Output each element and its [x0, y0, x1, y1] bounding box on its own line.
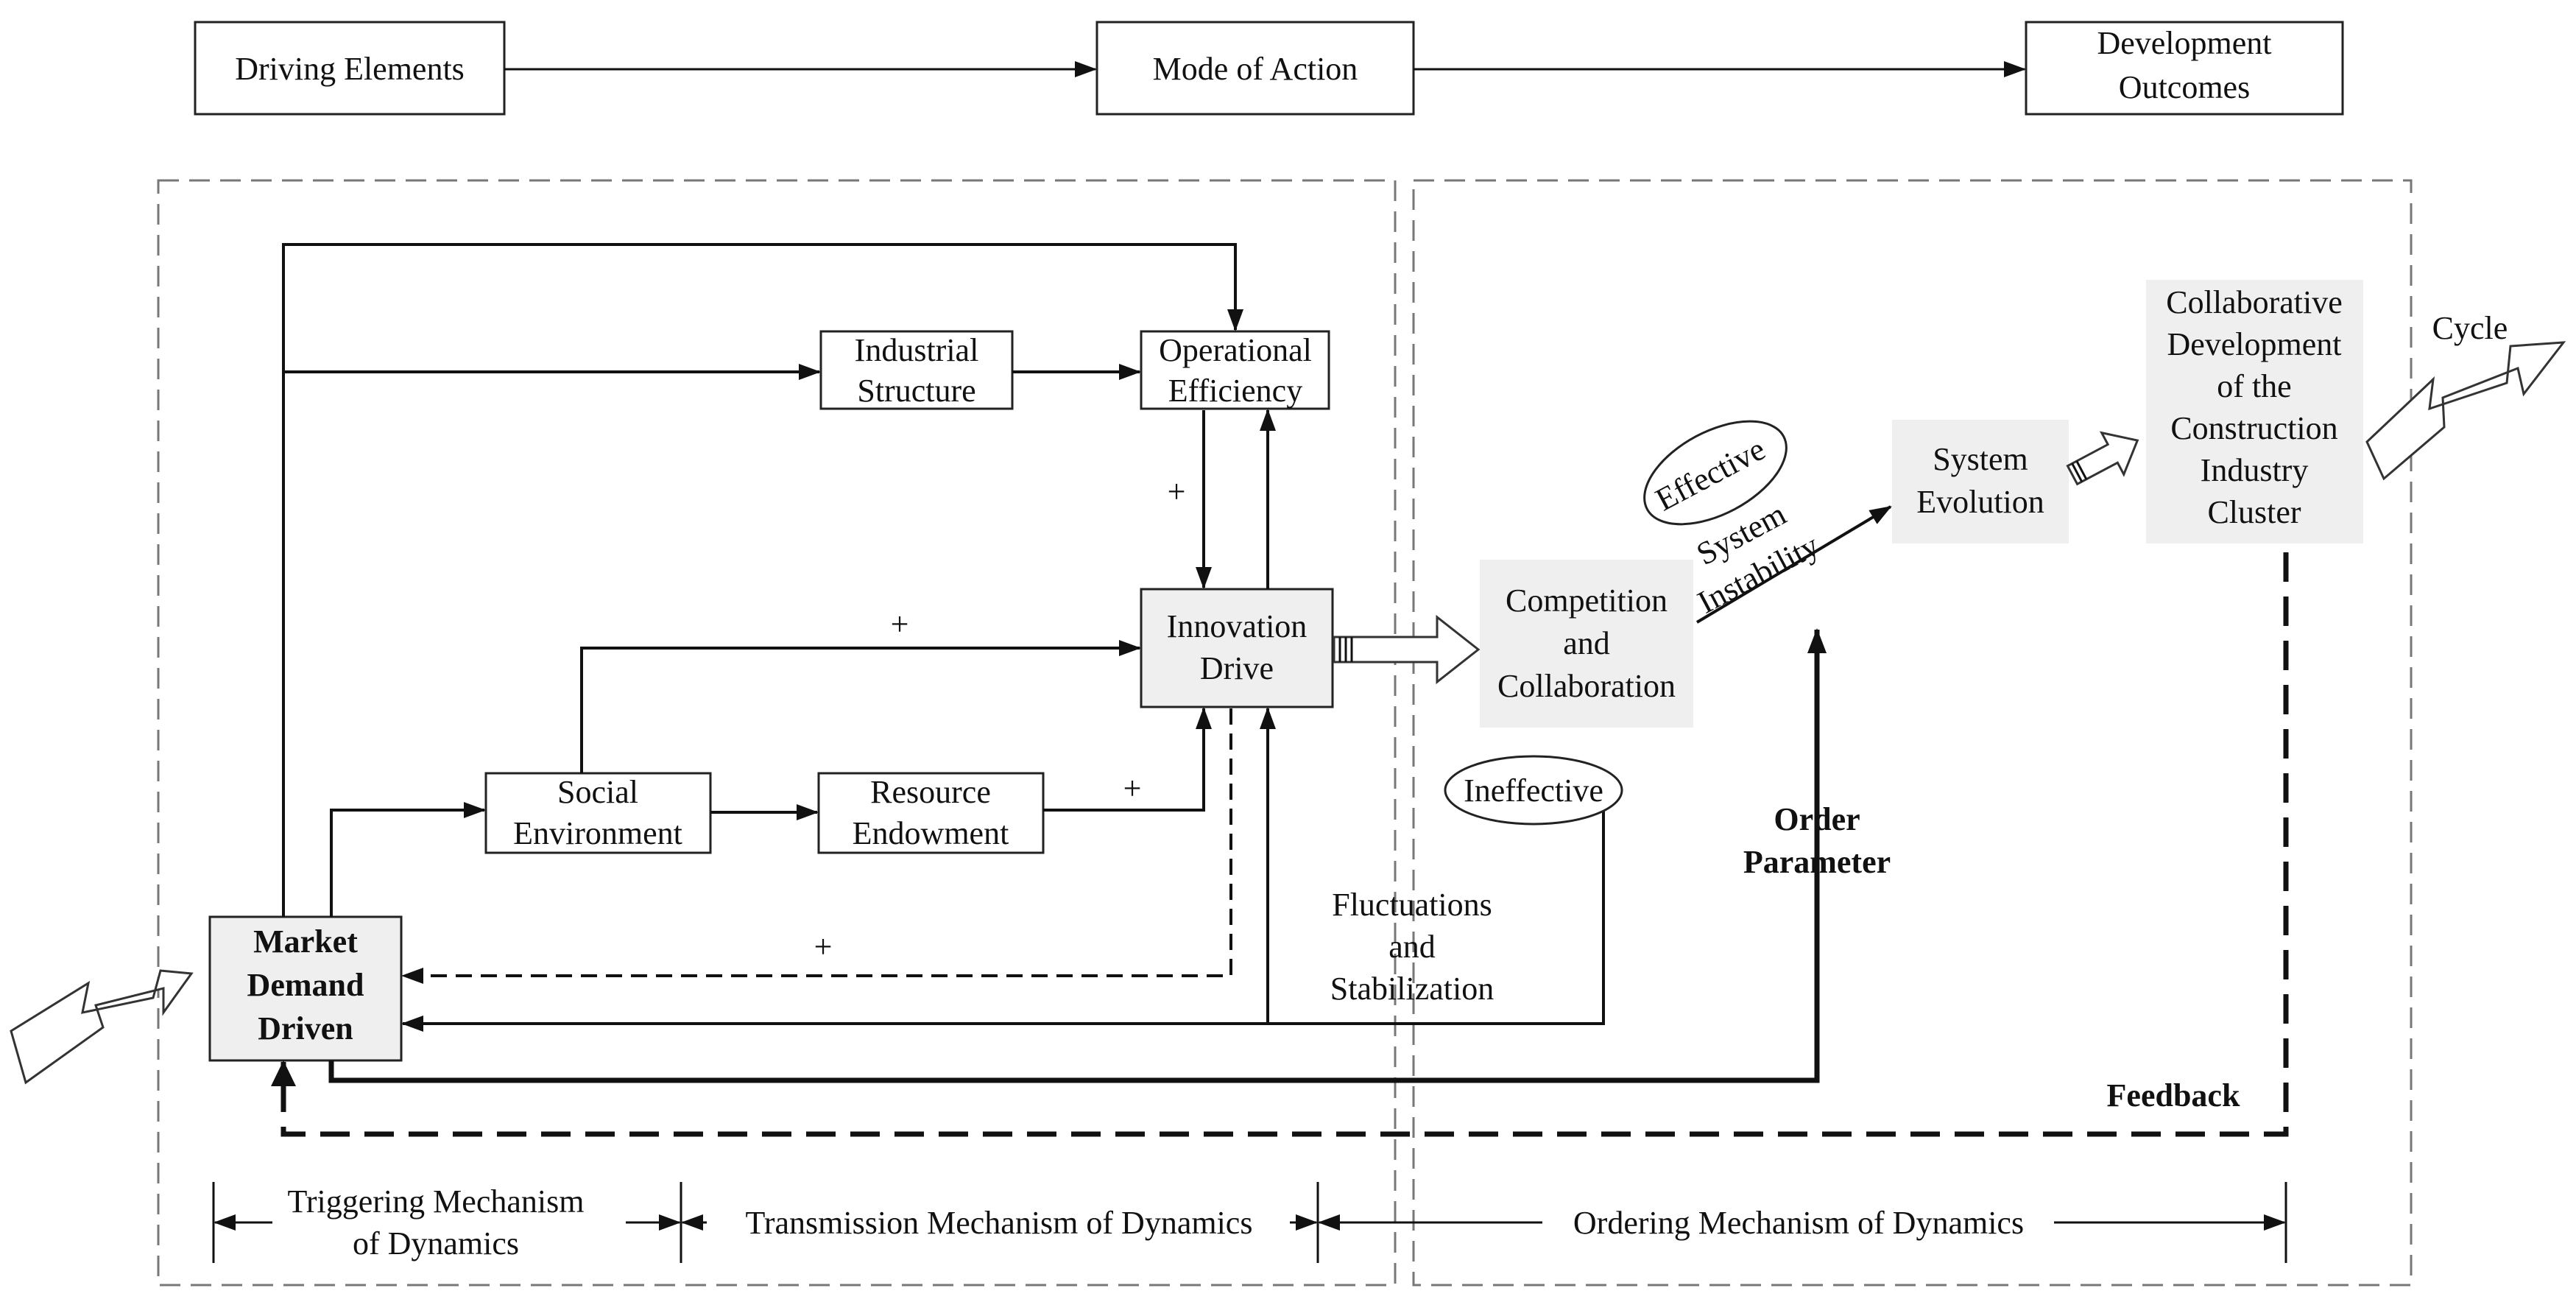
resource-endowment-label-line1: Resource [870, 774, 991, 810]
collab-label-line2: Development [2167, 326, 2341, 362]
header-row: Driving Elements Mode of Action Developm… [194, 21, 2344, 116]
collab-label-line4: Construction [2170, 410, 2337, 446]
fat-arrow-innovation-to-competition [1333, 614, 1481, 685]
driving-elements-label: Driving Elements [235, 51, 465, 87]
market-demand-label-line2: Demand [247, 967, 364, 1003]
industrial-structure-box [819, 330, 1014, 410]
arrow-market-to-operational-efficiency [282, 243, 1243, 917]
mode-of-action-label: Mode of Action [1153, 51, 1358, 87]
feedback-arrowhead [271, 1060, 296, 1086]
transmission-mechanism-label: Transmission Mechanism of Dynamics [746, 1205, 1253, 1241]
resource-endowment-box [817, 772, 1045, 854]
plus-sign-dashed: + [814, 929, 833, 965]
arrow-competition-to-system-evolution [1695, 505, 1892, 624]
feedback-dashed-line [280, 552, 2289, 1137]
effective-ellipse [1643, 420, 1788, 526]
triggering-mechanism-label-line1: Triggering Mechanism [288, 1183, 585, 1220]
collaborative-development-box [2146, 280, 2363, 543]
industrial-structure-label-line2: Structure [857, 373, 975, 409]
operational-efficiency-label-line1: Operational [1159, 332, 1312, 368]
left-region-frame [157, 179, 1397, 1287]
plus-sign-social: + [891, 606, 909, 642]
arrow-resource-to-innovation [1043, 707, 1212, 812]
social-environment-label-line2: Environment [513, 815, 682, 851]
collab-label-line1: Collaborative [2166, 284, 2343, 320]
innovation-drive-label-line2: Drive [1200, 650, 1274, 686]
arrow-order-parameter [328, 628, 1827, 1083]
operational-efficiency-label-line2: Efficiency [1168, 373, 1302, 409]
competition-collaboration-box [1480, 560, 1693, 728]
mode-of-action-box [1095, 21, 1415, 116]
cycle-zigzag-arrow [2365, 341, 2566, 481]
fluctuations-label-line2: and [1388, 929, 1436, 965]
system-evolution-box [1892, 420, 2069, 543]
development-outcomes-label-line2: Outcomes [2119, 69, 2250, 105]
innovation-drive-box [1140, 588, 1334, 708]
order-parameter-label-line1: Order [1774, 801, 1860, 837]
industrial-structure-label-line1: Industrial [855, 332, 979, 368]
arrow-social-to-innovation [580, 640, 1141, 773]
mechanism-scale: Triggering Mechanism of Dynamics Transmi… [212, 1182, 2287, 1263]
dashed-arrow-innovation-to-market [401, 708, 1232, 984]
ordering-mechanism-label: Ordering Mechanism of Dynamics [1573, 1205, 2024, 1241]
arrow-fluctuations-to-market [401, 810, 1605, 1032]
market-demand-driven-box [208, 915, 403, 1062]
cycle-label: Cycle [2432, 310, 2508, 346]
triggering-mechanism-label-line2: of Dynamics [353, 1225, 519, 1261]
ineffective-label: Ineffective [1464, 773, 1603, 809]
competition-label-line1: Competition [1506, 583, 1668, 619]
fluctuations-label-line3: Stabilization [1330, 971, 1494, 1007]
right-region-frame [1412, 179, 2413, 1287]
system-evolution-label-line1: System [1933, 441, 2028, 477]
system-evolution-label-line2: Evolution [1916, 484, 2044, 520]
operational-efficiency-box [1140, 330, 1330, 410]
social-environment-box [484, 772, 712, 854]
arrow-market-to-social-environment [330, 802, 486, 917]
fluctuations-label-line1: Fluctuations [1332, 887, 1492, 923]
competition-label-line3: Collaboration [1497, 668, 1676, 704]
competition-label-line2: and [1563, 625, 1610, 661]
development-outcomes-box [2025, 21, 2344, 116]
feedback-label: Feedback [2107, 1077, 2240, 1113]
market-demand-label-line3: Driven [258, 1010, 353, 1046]
resource-endowment-label-line2: Endowment [853, 815, 1009, 851]
market-demand-label-line1: Market [253, 923, 358, 960]
plus-sign-resource: + [1123, 770, 1142, 806]
social-environment-label-line1: Social [557, 774, 638, 810]
input-zigzag-arrow [10, 969, 194, 1085]
order-parameter-label-line2: Parameter [1743, 844, 1891, 880]
collab-label-line5: Industry [2201, 452, 2309, 488]
collab-label-line6: Cluster [2207, 494, 2301, 530]
driving-elements-box [194, 21, 506, 116]
development-outcomes-label-line1: Development [2097, 25, 2271, 61]
ineffective-ellipse [1444, 755, 1623, 826]
innovation-drive-label-line1: Innovation [1167, 608, 1308, 644]
collab-label-line3: of the [2217, 368, 2291, 404]
plus-sign-operational: + [1168, 474, 1186, 510]
fat-arrow-evolution-to-collaborative [2066, 431, 2139, 486]
